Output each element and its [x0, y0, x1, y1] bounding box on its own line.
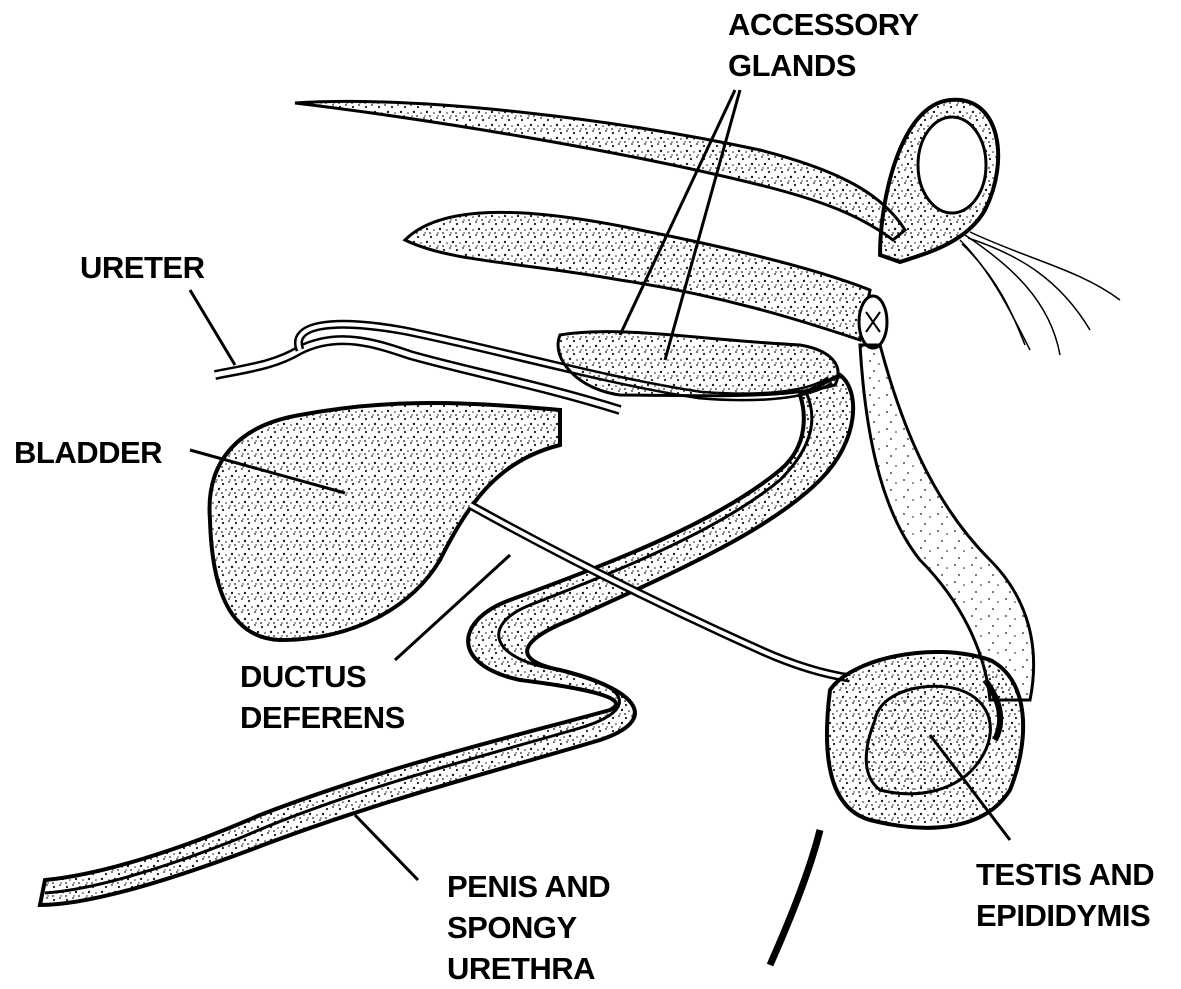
cord-loop-hole [918, 117, 986, 213]
gubernaculum [770, 830, 820, 965]
label-bladder: BLADDER [14, 432, 162, 473]
accessory-gland-tube [405, 212, 870, 340]
label-line: GLANDS [728, 45, 919, 86]
label-line: PENIS AND [447, 866, 610, 907]
label-line: URETHRA [447, 948, 610, 989]
label-line: URETER [80, 247, 204, 288]
label-line: ACCESSORY [728, 4, 919, 45]
accessory-gland-lower [558, 332, 838, 396]
label-line: DUCTUS [240, 656, 405, 697]
label-line: BLADDER [14, 432, 162, 473]
label-penis-spongy-urethra: PENIS AND SPONGY URETHRA [447, 866, 610, 989]
label-line: EPIDIDYMIS [976, 895, 1154, 936]
label-ureter: URETER [80, 247, 204, 288]
label-ductus-deferens: DUCTUS DEFERENS [240, 656, 405, 738]
body-wall [295, 101, 905, 240]
descending-cord [860, 345, 1034, 700]
label-line: TESTIS AND [976, 854, 1154, 895]
label-testis-epididymis: TESTIS AND EPIDIDYMIS [976, 854, 1154, 936]
label-line: DEFERENS [240, 697, 405, 738]
cord-fibres [960, 232, 1120, 355]
label-accessory-glands: ACCESSORY GLANDS [728, 4, 919, 86]
label-line: SPONGY [447, 907, 610, 948]
